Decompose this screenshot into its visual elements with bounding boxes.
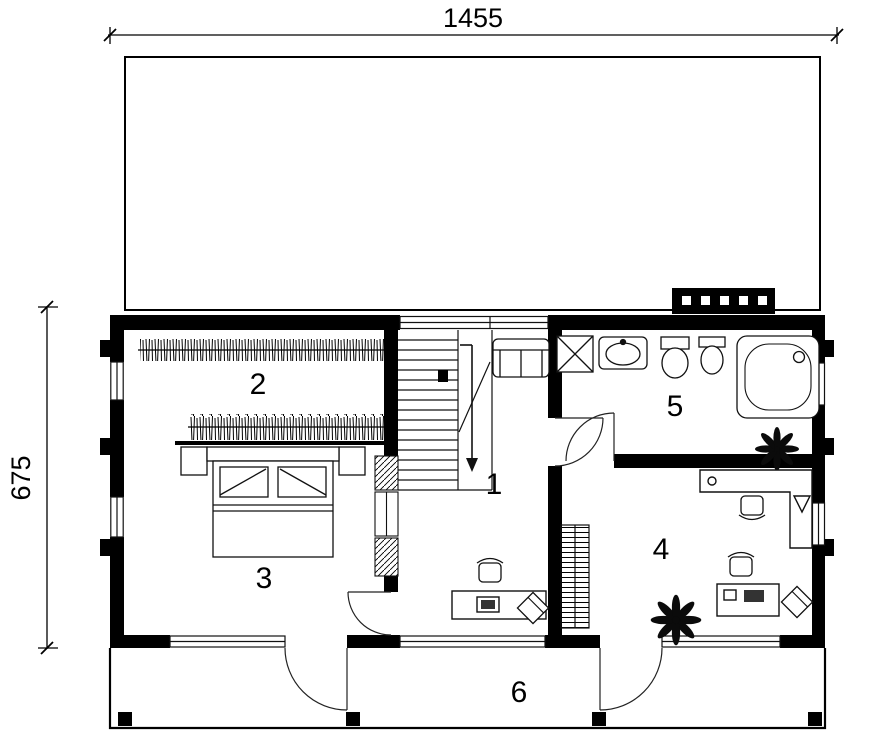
dimension-width — [103, 27, 844, 44]
office-l-desk — [699, 469, 813, 549]
nightstand-left — [180, 446, 208, 476]
roof-outline — [124, 56, 821, 311]
wardrobe-strips — [138, 339, 395, 445]
desk-lamp — [707, 476, 717, 486]
window-bottom-left — [169, 635, 286, 648]
exterior-walls — [100, 315, 834, 648]
room-5-label: 5 — [667, 390, 684, 423]
door-terrace-left — [284, 647, 348, 711]
dimension-height — [38, 300, 58, 655]
stair-treads — [398, 339, 458, 481]
door-terrace-right — [599, 647, 663, 711]
window-right-lower — [811, 502, 826, 546]
bed — [180, 446, 366, 558]
shelf-unit — [560, 524, 590, 629]
terrace — [108, 648, 827, 730]
office-chair-top — [738, 495, 766, 521]
room-2-label: 2 — [250, 368, 267, 401]
office-side-chair — [780, 585, 814, 619]
door-hall-to-room5 — [554, 417, 604, 467]
windows — [110, 315, 826, 648]
office-chair-bottom — [727, 551, 755, 577]
terrace-post — [808, 712, 822, 726]
nightstand-right — [338, 446, 366, 476]
window-left-upper — [110, 361, 124, 401]
wall-shaft-boxes — [374, 455, 399, 577]
window-top — [399, 315, 549, 330]
stairs-direction-arrow — [460, 344, 478, 472]
chimney — [672, 288, 775, 314]
dimension-width-label: 1455 — [443, 3, 503, 33]
window-bottom-right — [661, 635, 781, 648]
room-4-label: 4 — [653, 533, 670, 566]
hall-desk-chair — [476, 557, 504, 583]
window-left-lower — [110, 496, 124, 538]
wardrobe-edge — [175, 441, 395, 445]
bathtub — [736, 335, 820, 419]
bidet — [698, 336, 726, 375]
door-to-room3 — [347, 591, 392, 636]
room-3-label: 3 — [256, 562, 273, 595]
sofa — [492, 338, 550, 378]
room-6-label: 6 — [511, 676, 528, 709]
office-desk-2 — [716, 583, 780, 617]
stairs — [398, 330, 493, 491]
window-bottom-center — [399, 635, 546, 648]
stair-newel — [438, 370, 448, 382]
plant-office — [650, 594, 702, 646]
terrace-post — [346, 712, 360, 726]
door-hall-to-room4 — [565, 412, 615, 462]
bathroom-fixtures — [556, 335, 820, 419]
plant-bathroom — [755, 427, 799, 471]
dimension-height-label: 675 — [6, 455, 36, 500]
washbasin — [598, 336, 648, 370]
bed-headboard — [206, 446, 340, 462]
monitor — [792, 495, 812, 514]
shower-unit — [556, 335, 594, 373]
toilet — [660, 336, 690, 379]
doors — [284, 412, 663, 711]
room-1-label: 1 — [486, 468, 503, 501]
terrace-post — [118, 712, 132, 726]
terrace-post — [592, 712, 606, 726]
